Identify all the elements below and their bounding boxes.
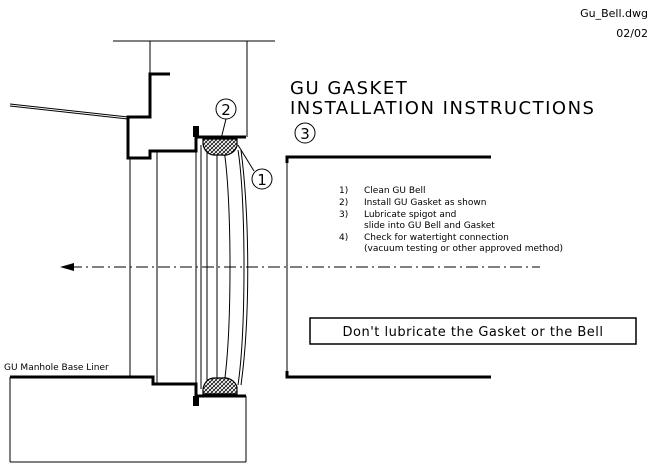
title-line-1: GU GASKET (290, 78, 408, 99)
svg-text:2: 2 (221, 101, 231, 119)
instruction-3-text: Lubricate spigot and (364, 210, 456, 220)
instruction-1-text: Clean GU Bell (364, 186, 426, 196)
gasket-bottom (202, 377, 238, 395)
instruction-3b-text: slide into GU Bell and Gasket (364, 221, 495, 231)
instruction-2-number: 2) (339, 198, 348, 208)
svg-text:3: 3 (300, 125, 310, 143)
spigot-pipe (285, 155, 491, 379)
sheet-number: 02/02 (616, 27, 648, 40)
instruction-4-text: Check for watertight connection (364, 233, 509, 243)
instruction-3-number: 3) (339, 210, 348, 220)
file-name: Gu_Bell.dwg (580, 7, 648, 20)
manhole-base-lower (9, 377, 247, 463)
callout-2: 2 (215, 98, 237, 140)
title-line-2: INSTALLATION INSTRUCTIONS (290, 98, 595, 119)
manhole-wall-upper (9, 40, 275, 137)
callout-3: 3 (294, 122, 316, 144)
gasket-top (202, 138, 238, 156)
flanges (193, 126, 199, 406)
warning-text: Don't lubricate the Gasket or the Bell (342, 325, 603, 340)
instruction-4b-text: (vacuum testing or other approved method… (364, 244, 563, 254)
centerline-arrow (60, 263, 540, 271)
instruction-4-number: 4) (339, 233, 348, 243)
instruction-2-text: Install GU Gasket as shown (364, 198, 486, 208)
instruction-1-number: 1) (339, 186, 348, 196)
base-liner-profile (10, 72, 246, 398)
svg-text:1: 1 (257, 171, 267, 189)
base-liner-label: GU Manhole Base Liner (4, 363, 109, 373)
warning-box: Don't lubricate the Gasket or the Bell (309, 317, 637, 345)
callout-1: 1 (237, 144, 273, 190)
instruction-list: 1) Clean GU Bell 2) Install GU Gasket as… (339, 186, 563, 254)
